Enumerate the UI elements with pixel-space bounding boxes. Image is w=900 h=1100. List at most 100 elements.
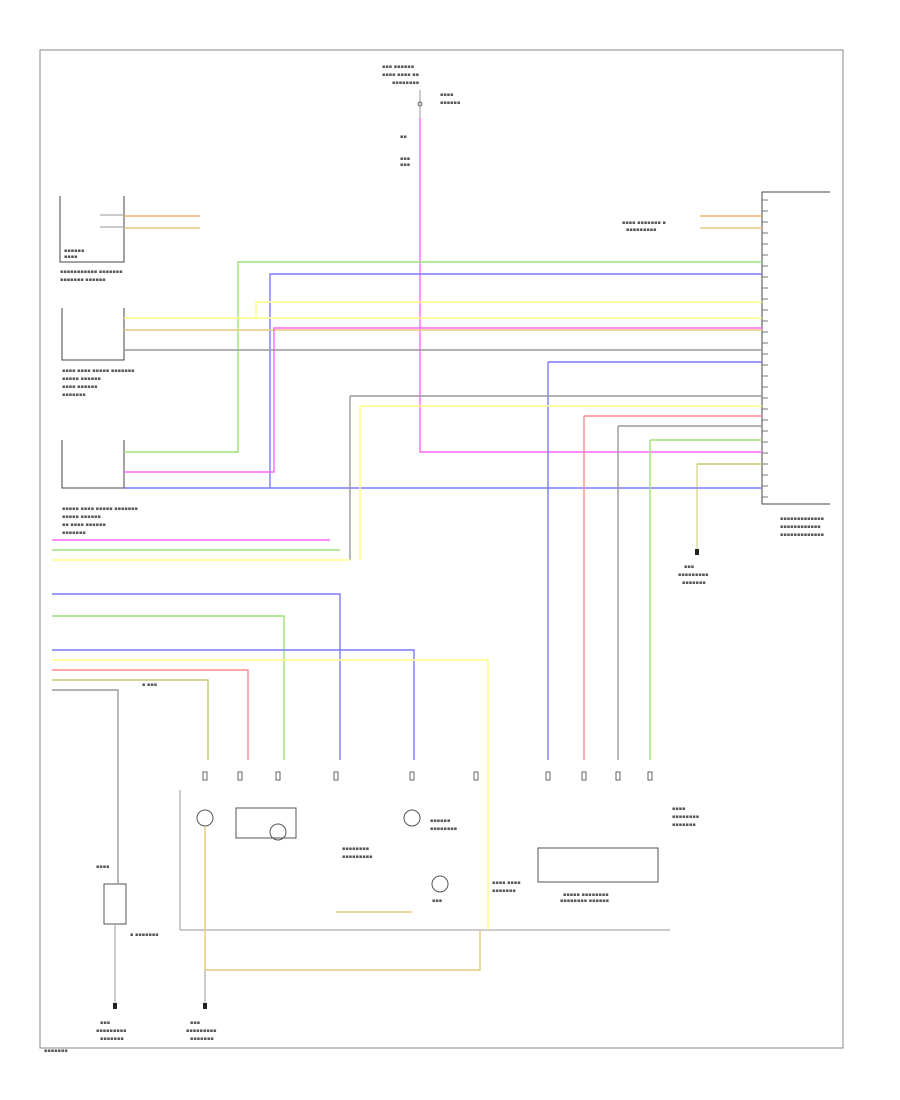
svg-text:▪▪▪▪▪▪▪▪▪▪▪▪: ▪▪▪▪▪▪▪▪▪▪▪▪: [780, 524, 821, 530]
right-range-control-box: ▪▪▪▪▪ ▪▪▪▪ ▪▪▪▪▪ ▪▪▪▪▪▪▪ ▪▪▪▪▪ ▪▪▪▪▪▪ ▪▪…: [61, 440, 138, 536]
lamp-1: [196, 809, 214, 827]
bottom-left-components: ▪▪▪▪ ▪ ▪▪▪▪▪▪▪ ▪▪▪ ▪▪▪▪▪▪▪▪▪ ▪▪▪▪▪▪▪ ▪▪▪…: [44, 682, 217, 1054]
svg-text:▪▪▪▪▪▪: ▪▪▪▪▪▪: [440, 100, 460, 106]
connector-pin-7: [581, 771, 587, 781]
wire-olive-27: [52, 679, 209, 760]
wire-blue-22: [52, 593, 341, 760]
wire-gray-9: [349, 395, 762, 560]
svg-text:▪▪▪▪▪▪▪: ▪▪▪▪▪▪▪: [682, 580, 706, 586]
svg-text:▪▪▪▪▪▪▪: ▪▪▪▪▪▪▪: [62, 392, 86, 398]
wire-magenta-6: [124, 327, 762, 473]
svg-text:▪▪▪▪▪ ▪▪▪▪▪▪: ▪▪▪▪▪ ▪▪▪▪▪▪: [62, 514, 101, 520]
wire-gray-12: [617, 425, 762, 760]
svg-text:▪▪▪▪▪▪▪▪▪▪▪▪▪: ▪▪▪▪▪▪▪▪▪▪▪▪▪: [780, 516, 824, 522]
wire-green-13: [649, 439, 762, 760]
wire-blue-8: [547, 361, 762, 760]
wire-gray-28: [52, 689, 119, 884]
connector-pin-9: [647, 771, 653, 781]
svg-text:▪▪▪: ▪▪▪: [400, 156, 410, 162]
wire-magenta-0: [419, 118, 762, 453]
svg-text:▪▪▪▪ ▪▪▪▪▪▪▪ ▪: ▪▪▪▪ ▪▪▪▪▪▪▪ ▪: [622, 220, 666, 226]
wire-red-11: [583, 415, 762, 760]
svg-text:▪▪▪▪▪▪▪▪▪: ▪▪▪▪▪▪▪▪▪: [342, 854, 373, 860]
svg-text:▪▪▪▪: ▪▪▪▪: [64, 254, 78, 260]
connector-pin-5: [473, 771, 479, 781]
lower-components: ▪▪▪▪▪ ▪▪▪▪▪▪▪▪ ▪▪▪▪▪▪▪▪ ▪▪▪▪▪▪ ▪▪▪▪ ▪▪▪▪…: [196, 806, 699, 904]
wire-red-26: [52, 669, 249, 760]
connector-pin-8: [615, 771, 621, 781]
svg-text:▪▪▪▪▪▪▪▪ ▪▪▪▪▪▪: ▪▪▪▪▪▪▪▪ ▪▪▪▪▪▪: [560, 898, 609, 904]
svg-text:▪▪▪▪▪▪▪▪▪▪▪ ▪▪▪▪▪▪▪: ▪▪▪▪▪▪▪▪▪▪▪ ▪▪▪▪▪▪▪: [60, 269, 123, 275]
fuse-block-top: ▪▪▪ ▪▪▪▪▪▪ ▪▪▪▪ ▪▪▪▪ ▪▪ ▪▪▪▪▪▪▪▪ ▪▪▪▪ ▪▪…: [382, 64, 460, 168]
wire-blue-24: [52, 649, 415, 760]
svg-text:▪▪▪▪▪▪: ▪▪▪▪▪▪: [64, 248, 84, 254]
svg-text:▪▪▪▪▪▪▪: ▪▪▪▪▪▪▪: [190, 1036, 214, 1042]
ground-left-2: [203, 1003, 207, 1009]
wires-layer: [52, 118, 768, 971]
svg-text:▪▪▪▪▪ ▪▪▪▪▪▪: ▪▪▪▪▪ ▪▪▪▪▪▪: [62, 376, 101, 382]
svg-text:▪▪▪▪▪▪▪▪▪: ▪▪▪▪▪▪▪▪▪: [678, 572, 709, 578]
left-range-control-box: ▪▪▪▪ ▪▪▪▪ ▪▪▪▪▪ ▪▪▪▪▪▪▪ ▪▪▪▪▪ ▪▪▪▪▪▪ ▪▪▪…: [61, 308, 135, 398]
wire-blue-3: [269, 273, 762, 488]
instrument-cluster-box: ▪▪▪▪▪▪ ▪▪▪▪ ▪▪▪▪▪▪▪▪▪▪▪ ▪▪▪▪▪▪▪ ▪▪▪▪▪▪▪ …: [59, 196, 125, 283]
svg-text:▪▪▪▪▪▪▪: ▪▪▪▪▪▪▪: [44, 1048, 68, 1054]
svg-text:▪▪▪▪▪▪▪▪▪: ▪▪▪▪▪▪▪▪▪: [96, 1028, 127, 1034]
lamp-3: [403, 809, 421, 827]
svg-text:▪▪▪▪▪▪▪ ▪▪▪▪▪▪: ▪▪▪▪▪▪▪ ▪▪▪▪▪▪: [60, 277, 106, 283]
svg-text:▪ ▪▪▪: ▪ ▪▪▪: [142, 682, 157, 688]
wire-tan-29: [204, 826, 481, 971]
svg-text:▪▪▪▪▪▪▪: ▪▪▪▪▪▪▪: [672, 822, 696, 828]
svg-text:▪▪▪▪: ▪▪▪▪: [672, 806, 686, 812]
svg-text:▪▪▪▪▪▪▪: ▪▪▪▪▪▪▪: [62, 530, 86, 536]
lamp-2: [269, 823, 287, 841]
svg-text:▪▪▪▪: ▪▪▪▪: [96, 864, 110, 870]
wire-yellow-4: [124, 301, 762, 319]
wire-green-1: [124, 261, 762, 453]
svg-text:▪▪▪▪▪▪▪▪: ▪▪▪▪▪▪▪▪: [430, 826, 457, 832]
svg-text:▪ ▪▪▪▪▪▪▪: ▪ ▪▪▪▪▪▪▪: [130, 932, 159, 938]
svg-text:▪▪▪▪▪▪▪▪▪: ▪▪▪▪▪▪▪▪▪: [626, 227, 657, 233]
svg-text:▪▪▪▪ ▪▪▪▪▪▪: ▪▪▪▪ ▪▪▪▪▪▪: [62, 384, 97, 390]
connector-pin-6: [545, 771, 551, 781]
connector-pin-3: [333, 771, 339, 781]
wire-yellow-25: [52, 659, 489, 930]
lamp-4: [431, 875, 449, 893]
motor-box: [235, 807, 297, 839]
svg-text:▪▪▪▪▪ ▪▪▪▪ ▪▪▪▪▪ ▪▪▪▪▪▪▪: ▪▪▪▪▪ ▪▪▪▪ ▪▪▪▪▪ ▪▪▪▪▪▪▪: [62, 506, 138, 512]
connector-pin-1: [237, 771, 243, 781]
side-marker-box: [103, 883, 127, 925]
headlight-control-box: [537, 847, 659, 883]
svg-text:▪▪▪▪ ▪▪▪▪: ▪▪▪▪ ▪▪▪▪: [492, 880, 521, 886]
svg-text:▪▪▪▪▪▪▪▪▪▪▪▪▪: ▪▪▪▪▪▪▪▪▪▪▪▪▪: [780, 532, 824, 538]
fuse-symbol: [417, 101, 423, 107]
svg-text:▪▪▪▪▪▪▪: ▪▪▪▪▪▪▪: [492, 888, 516, 894]
svg-text:▪▪▪▪: ▪▪▪▪: [440, 92, 454, 98]
right-control-module: ▪▪▪▪▪▪▪▪▪▪▪▪▪ ▪▪▪▪▪▪▪▪▪▪▪▪ ▪▪▪▪▪▪▪▪▪▪▪▪▪…: [622, 191, 830, 538]
wire-yellow-10: [359, 405, 762, 560]
svg-text:▪▪▪: ▪▪▪: [400, 162, 410, 168]
svg-text:▪▪▪: ▪▪▪: [684, 564, 694, 570]
svg-text:▪▪▪▪▪▪▪▪: ▪▪▪▪▪▪▪▪: [672, 814, 699, 820]
wire-green-23: [52, 615, 285, 760]
connector-pin-0: [202, 771, 208, 781]
diagram-frame: [39, 49, 844, 1049]
svg-text:▪▪▪▪ ▪▪▪▪ ▪▪▪▪▪ ▪▪▪▪▪▪▪: ▪▪▪▪ ▪▪▪▪ ▪▪▪▪▪ ▪▪▪▪▪▪▪: [62, 368, 135, 374]
connector-pin-4: [409, 771, 415, 781]
svg-text:▪▪▪▪ ▪▪▪▪ ▪▪: ▪▪▪▪ ▪▪▪▪ ▪▪: [382, 72, 419, 78]
svg-text:▪▪▪▪▪▪▪▪▪: ▪▪▪▪▪▪▪▪▪: [186, 1028, 217, 1034]
connector-pin-2: [275, 771, 281, 781]
svg-text:▪▪▪: ▪▪▪: [190, 1020, 200, 1026]
svg-text:▪▪▪▪▪▪▪▪: ▪▪▪▪▪▪▪▪: [392, 80, 419, 86]
svg-text:▪▪▪▪▪▪▪: ▪▪▪▪▪▪▪: [100, 1036, 124, 1042]
svg-text:▪▪▪▪▪ ▪▪▪▪▪▪▪▪: ▪▪▪▪▪ ▪▪▪▪▪▪▪▪: [563, 892, 609, 898]
svg-text:▪▪▪: ▪▪▪: [432, 898, 442, 904]
svg-text:▪▪: ▪▪: [400, 134, 407, 140]
svg-text:▪▪▪ ▪▪▪▪▪▪: ▪▪▪ ▪▪▪▪▪▪: [382, 64, 414, 70]
svg-text:▪▪▪: ▪▪▪: [100, 1020, 110, 1026]
svg-text:▪▪▪▪▪▪: ▪▪▪▪▪▪: [430, 818, 450, 824]
svg-text:▪▪▪▪▪▪▪▪: ▪▪▪▪▪▪▪▪: [342, 846, 369, 852]
svg-text:▪▪ ▪▪▪▪ ▪▪▪▪▪▪: ▪▪ ▪▪▪▪ ▪▪▪▪▪▪: [62, 522, 106, 528]
ground-right: ▪▪▪ ▪▪▪▪▪▪▪▪▪ ▪▪▪▪▪▪▪: [678, 464, 709, 586]
